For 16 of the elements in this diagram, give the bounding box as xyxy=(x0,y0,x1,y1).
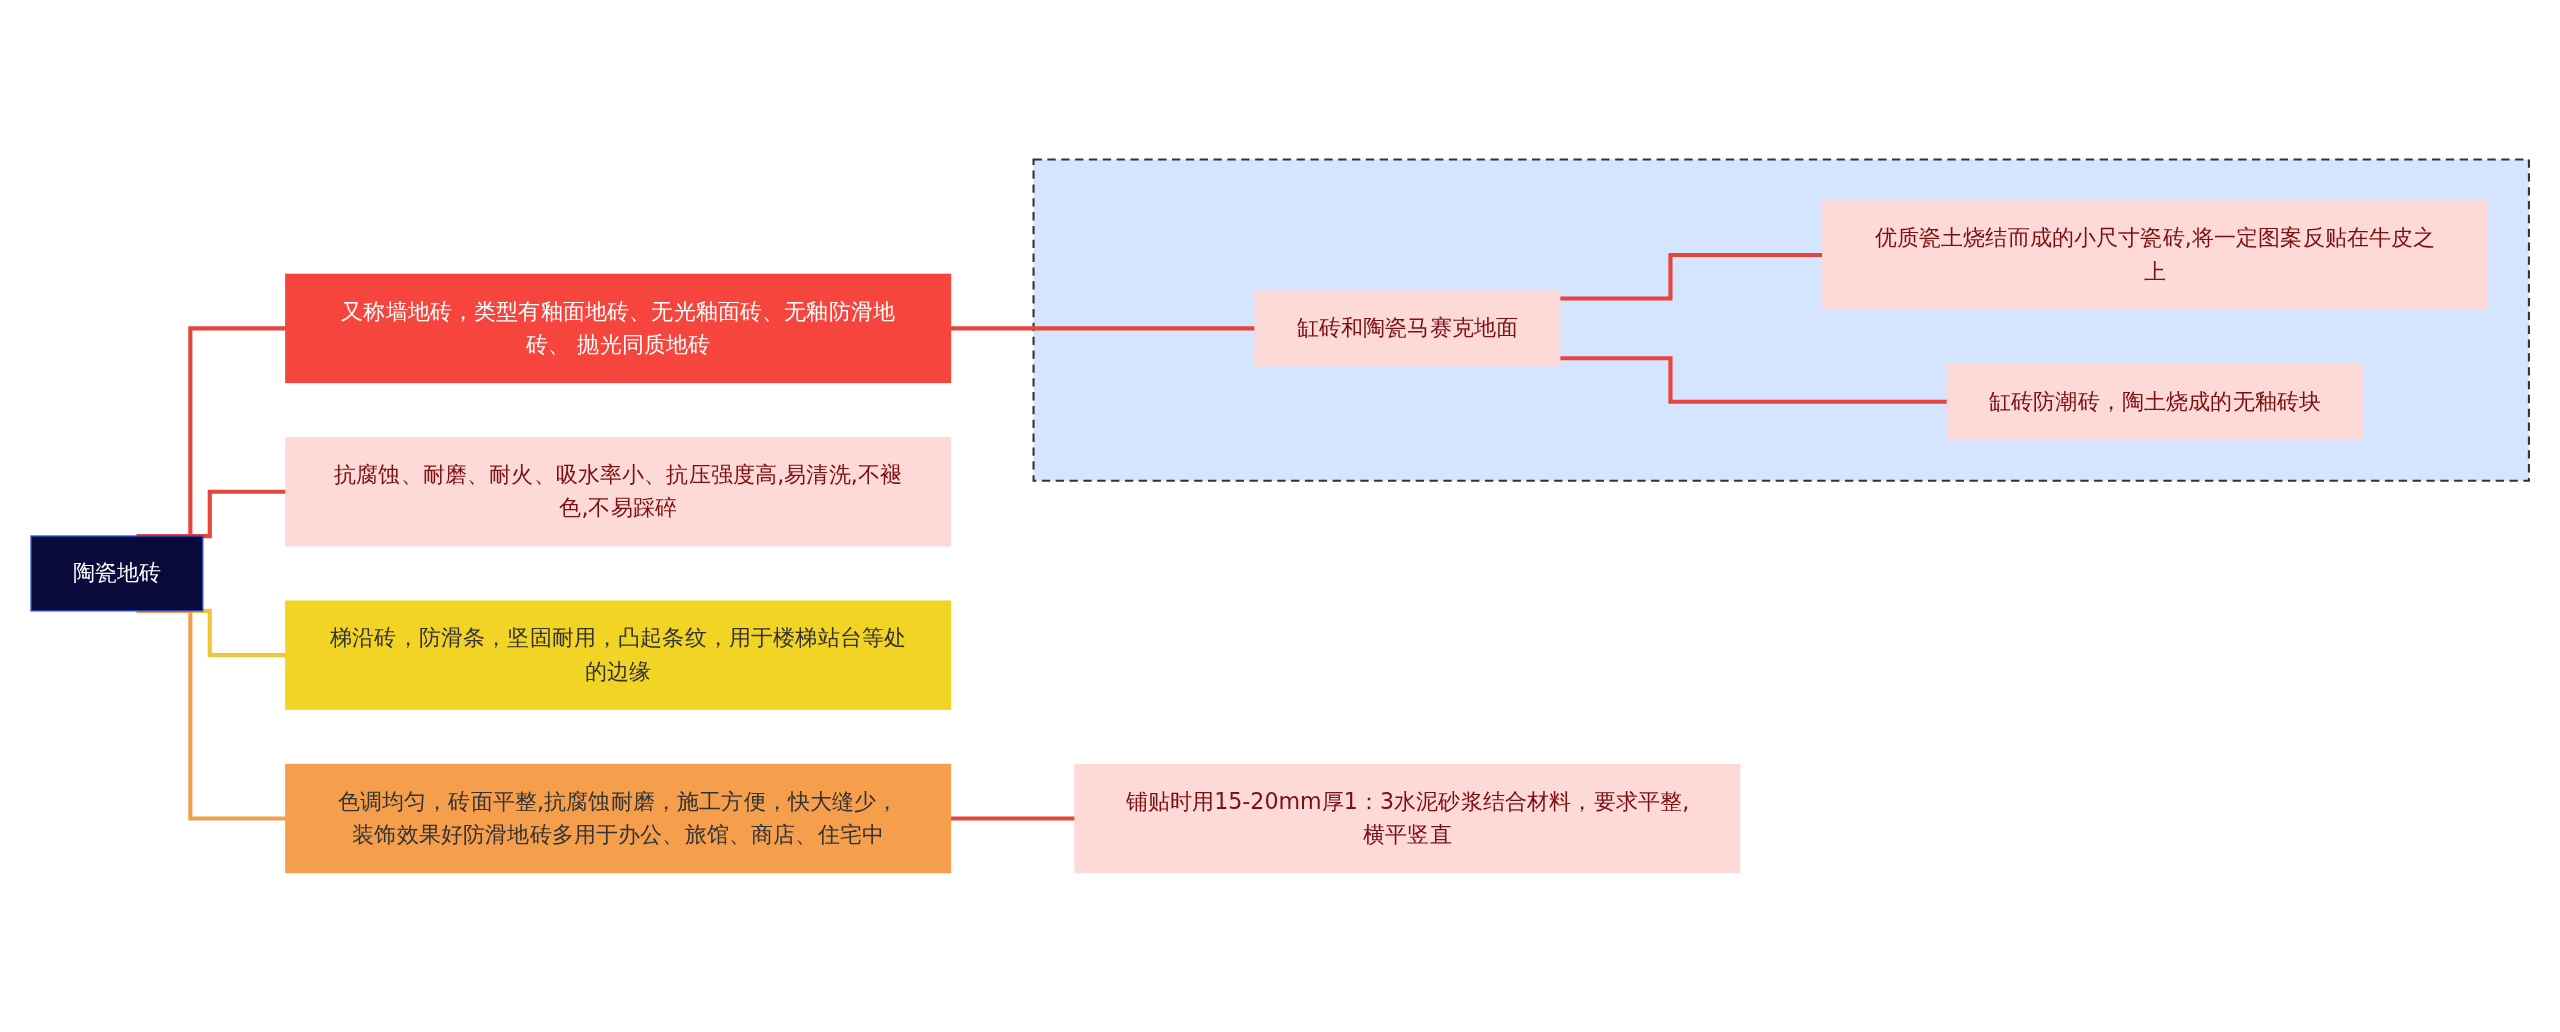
connector xyxy=(136,608,286,821)
connector xyxy=(136,326,286,539)
node-box: 又称墙地砖，类型有釉面地砖、无光釉面砖、无釉防滑地砖、 抛光同质地砖 xyxy=(285,273,952,384)
connector xyxy=(1559,252,1823,301)
node-box: 缸砖和陶瓷马赛克地面 xyxy=(1254,290,1561,367)
connector xyxy=(1559,356,1948,404)
node-box: 梯沿砖，防滑条，坚固耐用，凸起条纹，用于楼梯站台等处的边缘 xyxy=(285,600,952,710)
connector xyxy=(950,326,1256,331)
connector xyxy=(950,816,1076,821)
node-box: 陶瓷地砖 xyxy=(30,535,204,612)
node-box: 缸砖防潮砖，陶土烧成的无釉砖块 xyxy=(1946,363,2364,440)
node-box: 色调均匀，砖面平整,抗腐蚀耐磨，施工方便，快大缝少，装饰效果好防滑地砖多用于办公、旅馆、商店、住宅中 xyxy=(285,763,952,874)
cluster xyxy=(1032,158,2530,482)
node-box: 铺贴时用15-20mm厚1：3水泥砂浆结合材料，要求平整,横平竖直 xyxy=(1074,763,1741,874)
node-box: 抗腐蚀、耐磨、耐火、吸水率小、抗压强度高,易清洗,不褪色,不易踩碎 xyxy=(285,437,952,547)
node-box: 优质瓷土烧结而成的小尺寸瓷砖,将一定图案反贴在牛皮之上 xyxy=(1822,200,2489,310)
